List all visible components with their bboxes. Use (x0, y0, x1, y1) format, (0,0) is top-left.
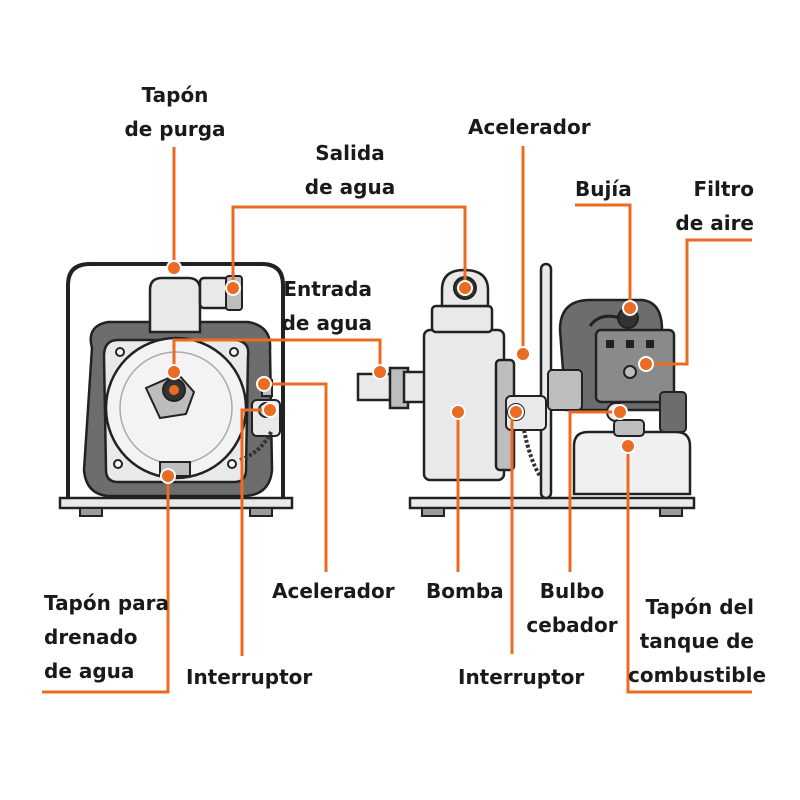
leader-bulbo-cebador (568, 410, 620, 572)
label-acelerador-left: Acelerador (272, 579, 395, 603)
front-base (58, 496, 294, 510)
label-interruptor-right: Interruptor (458, 665, 585, 689)
leader-entrada-agua (172, 338, 382, 372)
leader-tapon-drenado (42, 476, 170, 694)
label-salida-agua: Salida de agua (304, 141, 396, 199)
side-air-filter (594, 328, 676, 404)
leader-tapon-tanque (626, 446, 752, 694)
leader-dots (160, 260, 654, 484)
side-pump-body (422, 328, 506, 482)
label-interruptor-left: Interruptor (186, 665, 313, 689)
leader-salida-agua (231, 205, 467, 290)
label-filtro-aire: Filtro de aire (675, 177, 754, 235)
label-tapon-purga: Tapón de purga (124, 83, 226, 141)
label-entrada-agua: Entrada de agua (281, 277, 372, 335)
label-tapon-drenado: Tapón para drenado de agua (44, 591, 169, 683)
label-bomba: Bomba (426, 579, 504, 603)
front-view-pump (58, 262, 294, 517)
leader-acelerador-left (264, 382, 328, 572)
leader-interruptor-left (240, 408, 270, 656)
label-acelerador-top: Acelerador (468, 115, 591, 139)
front-top-housing (148, 276, 202, 334)
label-bulbo-cebador: Bulbo cebador (526, 579, 618, 637)
side-base (408, 496, 696, 510)
side-view-pump (356, 262, 696, 517)
label-bujia: Bujía (575, 177, 632, 201)
leader-filtro-aire (646, 238, 752, 366)
label-tapon-tanque: Tapón del tanque de combustible (628, 595, 767, 687)
leader-bujia (575, 203, 632, 308)
